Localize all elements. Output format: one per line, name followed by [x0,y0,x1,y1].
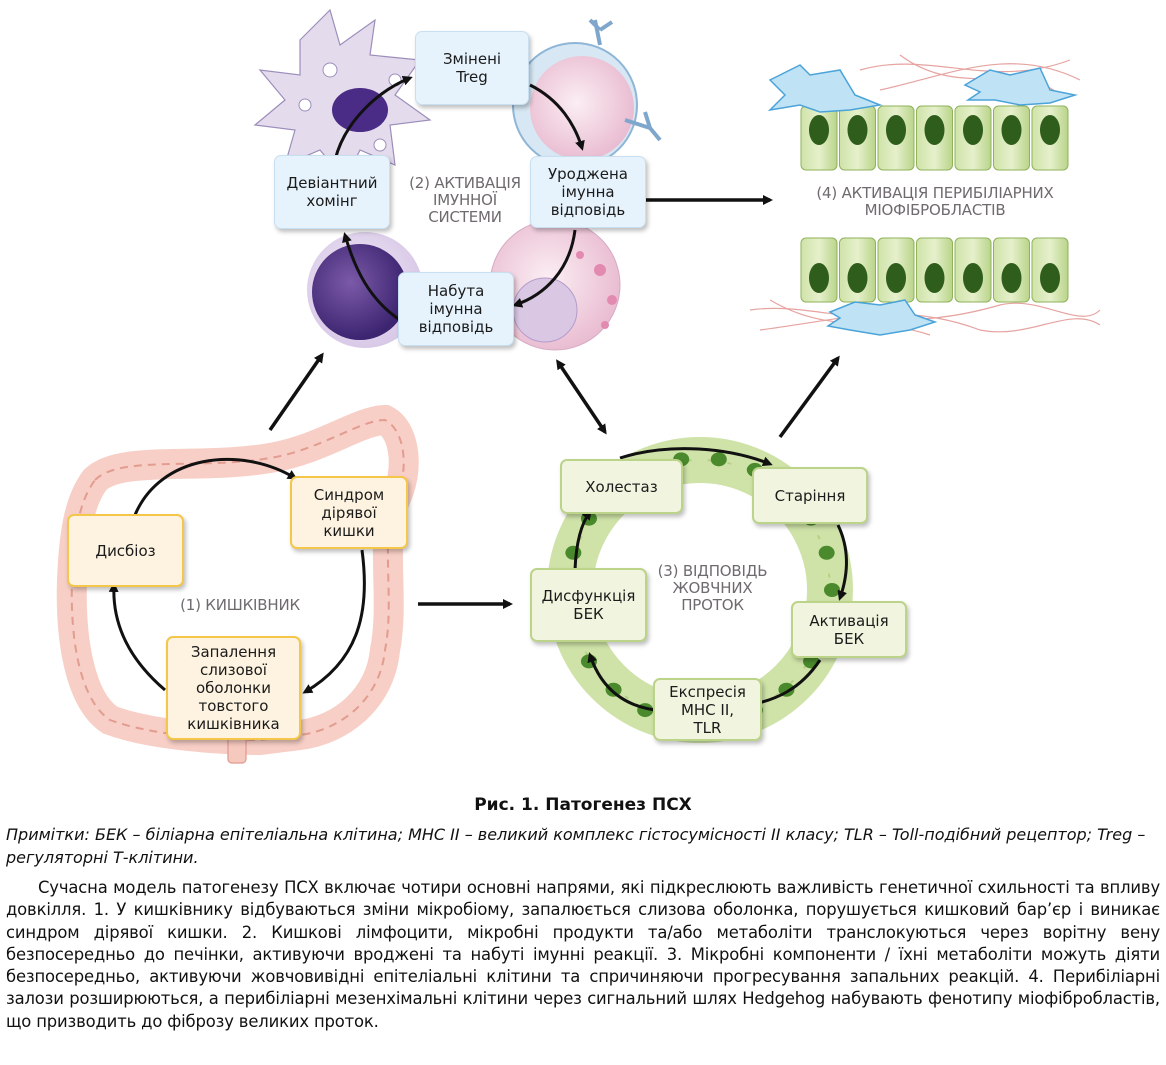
box-deviant-homing: Девіантний хомінг [274,155,390,229]
box-cholestasis: Холестаз [560,459,683,514]
cell-nucleus [886,115,906,145]
box-colonic-mucosal-inflammation: Запалення слизової оболонки товстого киш… [166,636,301,740]
box-bec-dysfunction: Дисфункція БЕК [530,568,647,642]
box-mhc-tlr-expression: Експресія MHC II, TLR [653,678,762,741]
cell-nucleus [809,115,829,145]
cell-nucleus [824,583,840,597]
colon-illustration [56,404,419,764]
section-label-immune: (2) АКТИВАЦІЯ ІМУННОЇ СИСТЕМИ [409,174,521,226]
section-label-myofibroblasts: (4) АКТИВАЦІЯ ПЕРИБІЛІАРНИХ МІОФІБРОБЛАС… [816,184,1054,219]
cell-nucleus [924,115,945,145]
cell-nucleus [847,263,868,293]
cell-nucleus [710,452,727,467]
dendritic-cell-illustration [253,8,432,182]
myofibroblast-cells [767,64,1078,336]
cell-nucleus [818,545,835,560]
figure-caption-notes: Примітки: БЕК – біліарна епітеліальна кл… [6,825,1146,867]
connector-arrows [268,195,840,609]
arrow-bile-duct-to-myofibroblasts [778,355,840,439]
cell-nucleus [1040,115,1060,145]
cell-nucleus [886,263,906,293]
box-senescence: Старіння [752,467,868,524]
cell-nucleus [924,263,945,293]
box-altered-treg: Змінені Treg [415,31,529,105]
cell-nucleus [963,263,983,293]
arrow-immune-bile-duct [556,359,607,435]
cell-nucleus [963,115,983,145]
arrow-intestine-to-immune [268,352,324,431]
cell-nucleus [1001,263,1022,293]
section-label-intestine: (1) КИШКІВНИК [180,596,300,614]
cell-nucleus [809,263,829,293]
mast-cell-illustration [489,219,621,351]
pathogenesis-figure: (2) АКТИВАЦІЯ ІМУННОЇ СИСТЕМИ (4) АКТИВА… [56,8,1101,764]
epithelial-row-top [800,105,1069,171]
box-leaky-gut-syndrome: Синдром дірявої кишки [290,476,408,549]
figure-caption-title: Рис. 1. Патогенез ПСХ [474,795,692,815]
box-bec-activation: Активація БЕК [791,601,907,658]
lymphocyte-illustration [307,232,423,348]
cell-nucleus [1040,263,1060,293]
cell-nucleus [565,545,582,560]
b-cell-illustration [512,18,662,168]
cell-nucleus [1001,115,1022,145]
box-dysbiosis: Дисбіоз [67,514,184,587]
cell-nucleus [847,115,868,145]
box-acquired-immune-response: Набута імунна відповідь [398,272,514,346]
cycle-arrows [108,75,848,712]
epithelial-row-bottom [800,237,1069,303]
section-label-bile-ducts: (3) ВІДПОВІДЬ ЖОВЧНИХ ПРОТОК [657,562,768,614]
box-innate-immune-response: Уроджена імунна відповідь [530,156,646,228]
body-paragraph: Сучасна модель патогенезу ПСХ включає чо… [6,878,1160,1031]
